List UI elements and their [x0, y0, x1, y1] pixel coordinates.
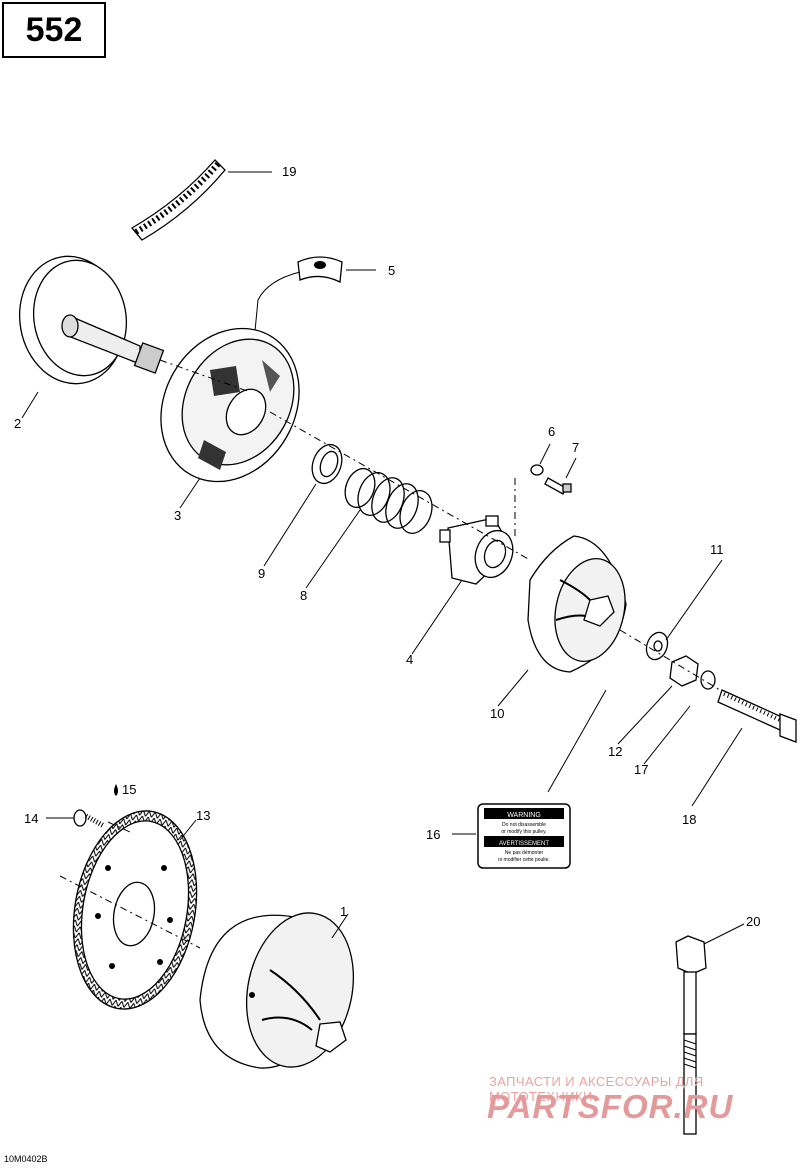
callout-15: 15 [122, 782, 136, 797]
nut [669, 655, 699, 687]
label-line-fr-1: Ne pas démonter [505, 850, 544, 856]
callout-13: 13 [196, 808, 210, 823]
page-number-box: 552 [2, 2, 106, 58]
label-line-en-1: Do not disassemble [502, 822, 546, 828]
page-number: 552 [25, 10, 83, 49]
governor-cup [160, 327, 300, 483]
callout-10: 10 [490, 706, 504, 721]
callout-6: 6 [548, 424, 555, 439]
callout-labels: 1 2 3 4 5 6 7 8 9 10 11 12 13 14 15 16 1… [14, 164, 760, 929]
washer-large [645, 631, 669, 661]
callout-9: 9 [258, 566, 265, 581]
label-title-en: WARNING [507, 812, 541, 819]
retaining-ring [311, 443, 343, 485]
callout-1: 1 [340, 904, 347, 919]
watermark-brand: PARTSFOR.RU [487, 1088, 734, 1125]
callout-17: 17 [634, 762, 648, 777]
callout-16: 16 [426, 827, 440, 842]
drive-belt [131, 159, 226, 241]
label-line-en-2: or modify this pulley. [501, 829, 546, 835]
callout-8: 8 [300, 588, 307, 603]
callout-18: 18 [682, 812, 696, 827]
gear-screw [73, 809, 106, 829]
callout-11: 11 [710, 542, 724, 557]
label-title-fr: AVERTISSEMENT [499, 841, 549, 847]
callout-20: 20 [746, 914, 760, 929]
warning-label: WARNING Do not disassemble or modify thi… [477, 803, 571, 869]
axis-lines [59, 359, 721, 949]
spring [344, 467, 433, 534]
drive-pulley-assembly [199, 912, 355, 1069]
washer-small [530, 464, 544, 476]
sliding-sheave [527, 535, 627, 673]
callout-3: 3 [174, 508, 181, 523]
bolt [717, 689, 797, 743]
cam [439, 515, 514, 585]
fixed-sheave [18, 255, 165, 385]
loctite-drop-icon [114, 784, 118, 796]
screw-small [544, 477, 572, 495]
slider-shoe [251, 256, 343, 363]
drawing-code: 10M0402B [4, 1154, 48, 1164]
label-line-fr-2: ni modifier cette poulie. [498, 857, 549, 863]
leader-lines [21, 171, 745, 945]
callout-4: 4 [406, 652, 413, 667]
puller-bolt [675, 935, 707, 1135]
watermark-tagline: ЗАПЧАСТИ И АКСЕССУАРЫ ДЛЯ МОТОТЕХНИКИ [489, 1074, 704, 1104]
ring-gear [72, 810, 198, 1010]
callout-12: 12 [608, 744, 622, 759]
callout-5: 5 [388, 263, 395, 278]
callout-2: 2 [14, 416, 21, 431]
callout-7: 7 [572, 440, 579, 455]
callout-14: 14 [24, 811, 38, 826]
callout-19: 19 [282, 164, 296, 179]
